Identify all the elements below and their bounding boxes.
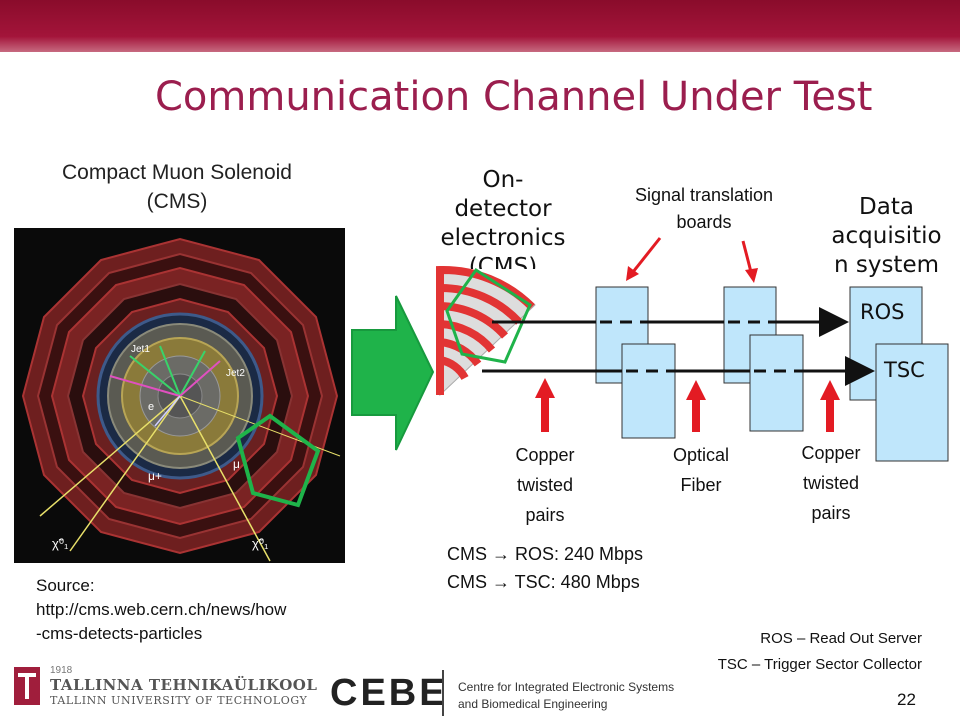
on-detector-line4: (CMS) [468,254,538,269]
copper-left-line2: twisted [516,475,574,495]
detector-wedge [436,265,536,397]
img-label-e: e [148,401,154,413]
red-arrow-optical [686,380,706,432]
legend-ros: ROS – Read Out Server [760,630,922,647]
cms-label-line1: Compact Muon Solenoid [62,161,292,184]
board-1-front [621,343,676,439]
wedge-highlight [445,267,532,364]
ttu-name-en: TALLINN UNIVERSITY OF TECHNOLOGY [50,694,308,707]
red-arrow-copper-right [820,380,840,432]
on-detector-line1: On- [482,167,524,193]
highlight-sector [235,413,321,508]
cms-label: Compact Muon Solenoid (CMS) [14,158,340,216]
rate-ros: CMS → ROS: 240 Mbps [447,544,644,564]
page-number: 22 [897,690,916,709]
rate-tsc: CMS → TSC: 480 Mbps [447,572,640,592]
cms-label-line2: (CMS) [146,190,208,213]
ttu-logo: 1918 TALLINNA TEHNIKAÜLIKOOL TALLINN UNI… [12,665,317,709]
cms-event-image: Jet1 Jet2 μ μ+ e χ̃⁰₁ χ̃⁰₁ [14,228,345,563]
copper-left-line1: Copper [515,445,575,465]
img-label-jet1: Jet1 [131,344,150,355]
data-acquisition-label: Data acquisitio n system [815,193,958,280]
data-acq-line1: Data [859,194,914,220]
img-label-chi-right: χ̃⁰₁ [252,536,269,551]
slide-title: Communication Channel Under Test [155,74,873,120]
source-label: Source: [36,576,95,595]
board-2-front [749,334,804,432]
big-green-arrow [351,295,435,451]
cebe-logo: CEBE [330,672,448,714]
optical-fiber-label: Optical Fiber [648,440,754,500]
ttu-name-et: TALLINNA TEHNIKAÜLIKOOL [50,676,318,694]
copper-right-line3: pairs [811,503,851,523]
img-label-mu-plus: μ+ [148,469,162,483]
source-url-line2: -cms-detects-particles [36,624,203,643]
cebe-description: Centre for Integrated Electronic Systems… [458,679,674,713]
data-acq-line3: n system [833,252,940,278]
red-arrow-copper-left [535,378,555,432]
signal-translation-line2: boards [676,212,732,232]
tsc-box [875,343,949,462]
copper-left-label: Copper twisted pairs [495,440,595,530]
header-bar [0,0,960,52]
data-rates: CMS → ROS: 240 Mbps CMS → TSC: 480 Mbps [447,540,643,596]
optical-line2: Fiber [680,475,722,495]
red-arrow-board-2 [741,240,758,283]
red-arrow-board-1 [626,237,662,281]
tsc-box-label: TSC [883,358,925,382]
acronym-legend: ROS – Read Out Server TSC – Trigger Sect… [600,626,922,678]
cebe-desc-line1: Centre for Integrated Electronic Systems [458,680,675,694]
ros-box-label: ROS [860,300,904,324]
copper-right-line1: Copper [801,443,861,463]
img-label-mu: μ [233,457,240,471]
image-source: Source: http://cms.web.cern.ch/news/how … [36,574,286,646]
on-detector-label: On- detector electronics (CMS) [423,166,583,269]
copper-left-line3: pairs [525,505,565,525]
img-label-jet2: Jet2 [226,368,245,379]
signal-translation-label: Signal translation boards [604,182,804,236]
legend-tsc: TSC – Trigger Sector Collector [717,656,922,673]
signal-translation-line1: Signal translation [634,185,774,205]
source-url-line1: http://cms.web.cern.ch/news/how [36,600,287,619]
cebe-desc-line2: and Biomedical Engineering [458,697,608,711]
cebe-divider [442,670,444,716]
ttu-since: 1918 [50,665,73,676]
optical-line1: Optical [672,445,730,465]
on-detector-line3: electronics [440,225,566,251]
data-acq-line2: acquisitio [831,223,942,249]
copper-right-line2: twisted [802,473,860,493]
ttu-emblem-icon [14,667,40,705]
img-label-chi-left: χ̃⁰₁ [52,536,69,551]
copper-right-label: Copper twisted pairs [781,438,881,528]
on-detector-line2: detector [454,196,552,222]
